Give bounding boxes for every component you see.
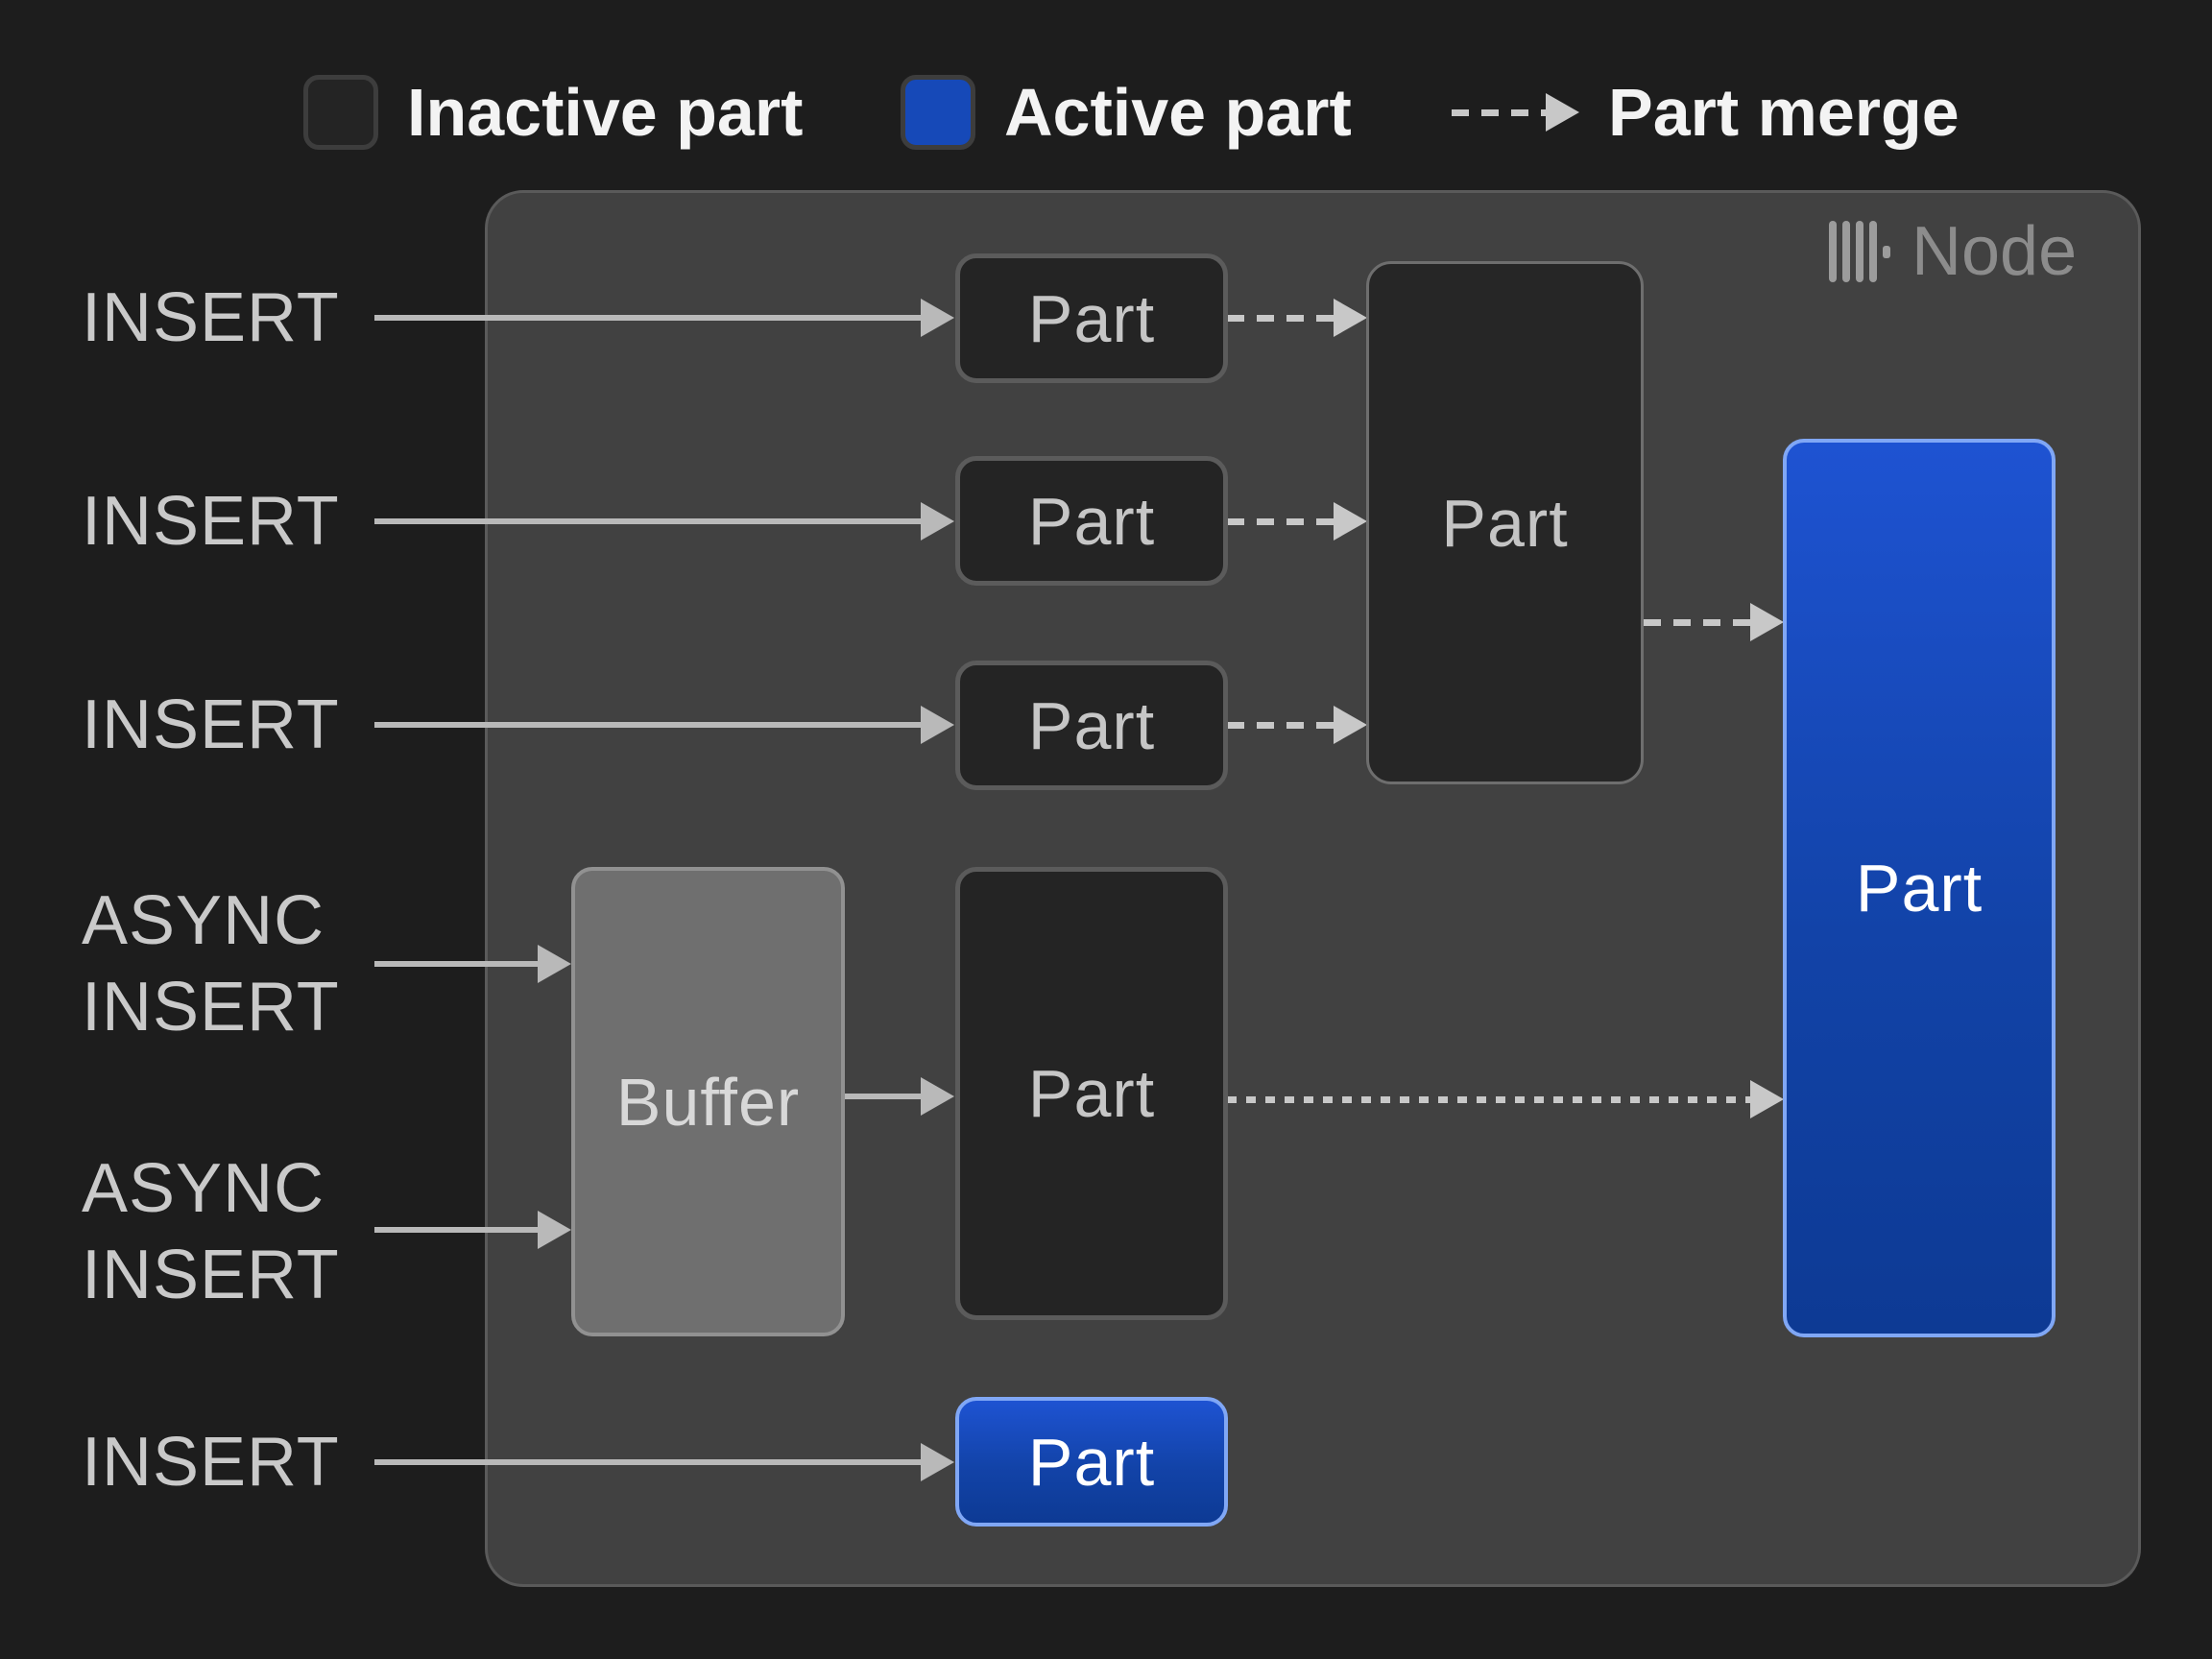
merged-part-label: Part [1441,485,1569,561]
merge-arrow-4-head [1750,603,1784,641]
clickhouse-bars-icon [1829,221,1890,282]
insert-arrow-1-line [374,315,921,321]
buffer-box: Buffer [571,867,845,1336]
part-box-3: Part [955,661,1228,790]
async-insert-label-2: ASYNC INSERT [82,1145,340,1318]
part-box-1: Part [955,253,1228,383]
part-box-2: Part [955,456,1228,586]
insert-label-1: INSERT [82,279,340,356]
merge-arrow-4-line [1644,619,1751,626]
insert-arrow-2-line [374,518,921,524]
buffer-label: Buffer [615,1064,801,1140]
insert-label-2: INSERT [82,483,340,560]
part-box-1-label: Part [1027,280,1156,356]
legend-item-merge: Part merge [1452,75,1960,150]
active-part-swatch [901,75,975,150]
legend-item-inactive: Inactive part [303,75,803,150]
merge-arrow-5-head [1750,1080,1784,1118]
async-arrow-2-head [538,1211,571,1249]
active-part-box: Part [1783,439,2056,1337]
insert-arrow-1-head [921,299,954,337]
legend-active-label: Active part [1004,75,1352,150]
legend-item-active: Active part [901,75,1352,150]
merge-arrow-3-head [1334,706,1367,744]
insert-arrow-3-head [921,706,954,744]
insert-arrow-3-line [374,722,921,728]
merge-arrow-2-head [1334,502,1367,541]
node-label: Node [1829,217,2077,286]
buffer-flush-arrow-line [845,1094,922,1099]
insert-label-4: INSERT [82,1424,340,1501]
node-label-text: Node [1911,213,2078,290]
buffer-flush-arrow-head [921,1077,954,1116]
legend-inactive-label: Inactive part [407,75,804,150]
buffered-part-label: Part [1027,1056,1156,1131]
bottom-active-part-label: Part [1027,1424,1156,1500]
part-box-2-label: Part [1027,483,1156,559]
inactive-part-swatch [303,75,378,150]
async-insert-2-line2: INSERT [82,1237,340,1313]
part-box-3-label: Part [1027,687,1156,763]
async-insert-1-line1: ASYNC [82,882,325,959]
merge-arrow-3-line [1227,722,1334,729]
active-part-label: Part [1855,851,1984,926]
buffered-part-box: Part [955,867,1228,1320]
async-arrow-1-head [538,945,571,983]
merge-arrow-1-head [1334,299,1367,337]
merge-arrow-5-line [1227,1096,1751,1103]
async-insert-1-line2: INSERT [82,969,340,1046]
async-arrow-1-line [374,961,538,967]
insert-arrow-2-head [921,502,954,541]
insert-arrow-4-line [374,1459,921,1465]
merged-part-box: Part [1366,261,1644,784]
bottom-active-part-box: Part [955,1397,1228,1527]
async-arrow-2-line [374,1227,538,1233]
async-insert-2-line1: ASYNC [82,1150,325,1227]
async-insert-label-1: ASYNC INSERT [82,878,340,1050]
merge-arrow-1-line [1227,315,1334,322]
insert-label-3: INSERT [82,686,340,763]
part-merge-arrow-icon [1452,93,1579,132]
merge-arrow-2-line [1227,518,1334,525]
legend-merge-label: Part merge [1608,75,1960,150]
insert-arrow-4-head [921,1443,954,1481]
